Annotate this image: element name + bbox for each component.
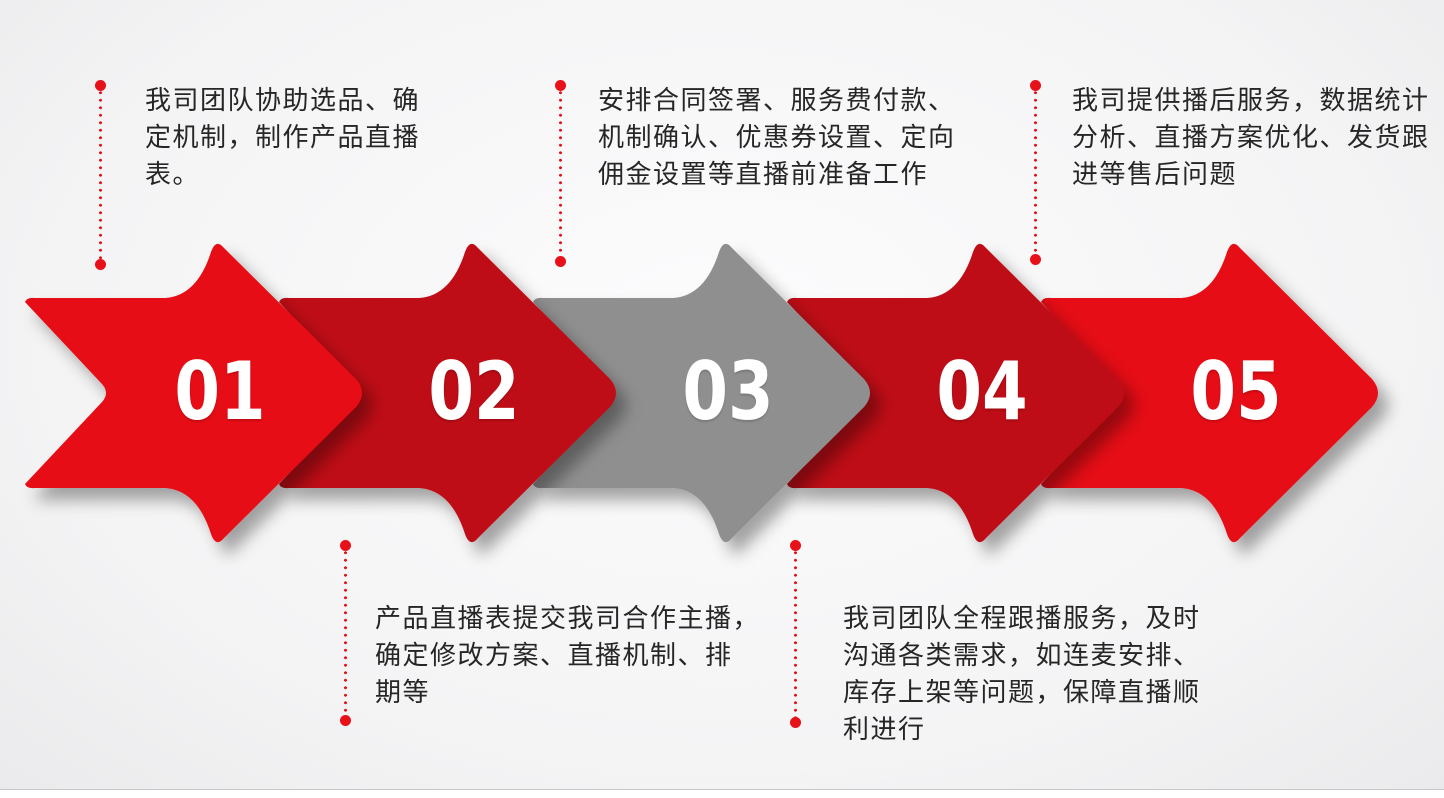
connector-dot-icon [554, 256, 566, 267]
text-line: 期等 [375, 677, 431, 707]
step-number-5: 05 [1190, 345, 1282, 438]
text-line: 定机制，制作产品直播 [145, 122, 421, 152]
slide-bottom-edge [0, 789, 1444, 798]
connector-dot-icon [339, 540, 351, 551]
text-line: 进等售后问题 [1072, 159, 1238, 189]
text-line: 机制确认、优惠券设置、定向 [598, 122, 956, 152]
step-number-3: 03 [682, 345, 774, 438]
dotted-line [1033, 89, 1037, 256]
text-line: 利进行 [843, 714, 926, 744]
annotation-step2: 产品直播表提交我司合作主播， 确定修改方案、直播机制、排 期等 [375, 600, 785, 711]
text-line: 沟通各类需求，如连麦安排、 [843, 640, 1201, 670]
text-line: 我司团队协助选品、确 [145, 85, 421, 115]
connector-dot-icon [789, 717, 801, 728]
annotation-step5: 我司提供播后服务，数据统计 分析、直播方案优化、发货跟 进等售后问题 [1072, 82, 1444, 193]
annotation-step1: 我司团队协助选品、确 定机制，制作产品直播 表。 [145, 82, 465, 193]
text-line: 库存上架等问题，保障直播顺 [843, 677, 1201, 707]
text-line: 分析、直播方案优化、发货跟 [1072, 122, 1430, 152]
connector-step3 [554, 80, 566, 267]
connector-step1 [94, 80, 106, 270]
connector-dot-icon [1029, 254, 1041, 265]
connector-step2 [339, 540, 351, 726]
dotted-line [558, 89, 562, 258]
step-number-2: 02 [428, 345, 520, 438]
dotted-line [343, 549, 347, 717]
dotted-line [98, 89, 102, 261]
text-line: 确定修改方案、直播机制、排 [375, 640, 733, 670]
text-line: 佣金设置等直播前准备工作 [598, 159, 929, 189]
connector-dot-icon [1029, 80, 1041, 91]
connector-step4 [789, 540, 801, 728]
connector-dot-icon [789, 540, 801, 551]
connector-dot-icon [94, 259, 106, 270]
text-line: 安排合同签署、服务费付款、 [598, 85, 956, 115]
connector-step5 [1029, 80, 1041, 265]
text-line: 产品直播表提交我司合作主播， [375, 603, 761, 633]
text-line: 我司团队全程跟播服务，及时 [843, 603, 1201, 633]
connector-dot-icon [94, 80, 106, 91]
connector-dot-icon [554, 80, 566, 91]
annotation-step3: 安排合同签署、服务费付款、 机制确认、优惠券设置、定向 佣金设置等直播前准备工作 [598, 82, 978, 193]
step-number-1: 01 [174, 345, 266, 438]
connector-dot-icon [339, 715, 351, 726]
annotation-step4: 我司团队全程跟播服务，及时 沟通各类需求，如连麦安排、 库存上架等问题，保障直播… [843, 600, 1233, 748]
text-line: 我司提供播后服务，数据统计 [1072, 85, 1430, 115]
dotted-line [793, 549, 797, 719]
text-line: 表。 [145, 159, 201, 189]
step-number-4: 04 [936, 345, 1028, 438]
